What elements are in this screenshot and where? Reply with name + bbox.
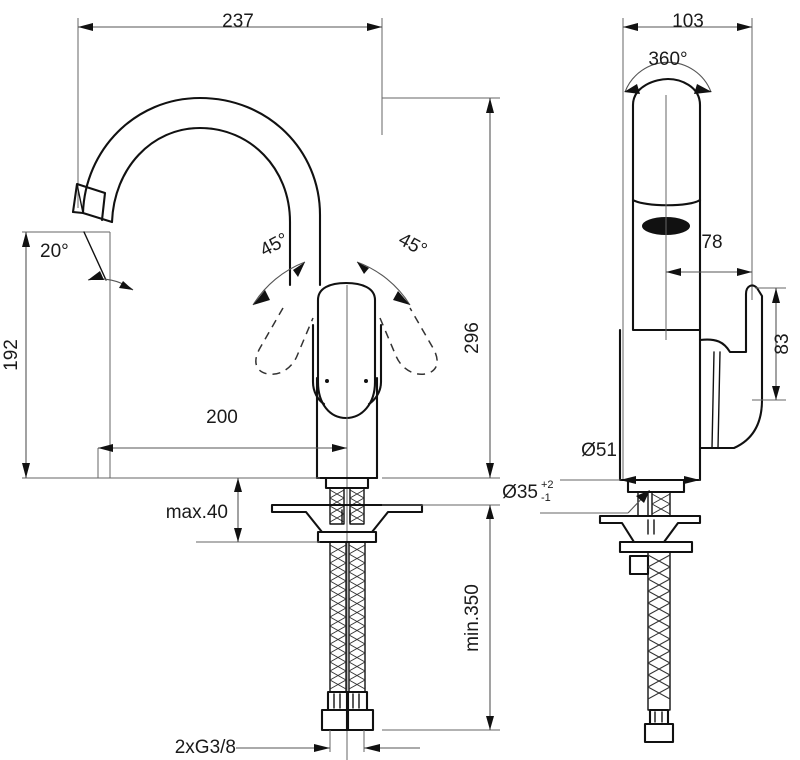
dim-label-45-right: 45° [395, 229, 430, 261]
dim-label-360deg: 360° [648, 49, 687, 70]
hose-ferrule-right [345, 690, 369, 712]
dim-label-192: 192 [1, 339, 22, 371]
aerator-housing [71, 182, 107, 222]
dim-label-83: 83 [772, 333, 793, 354]
arrow-20-left [88, 271, 104, 280]
arrow-45-right-outer [393, 291, 410, 305]
arrow-296-top [486, 98, 494, 113]
nut-right [345, 708, 375, 732]
rotation-arc-360 [624, 61, 712, 93]
arrow-200-right [332, 444, 347, 452]
spout-inner-curve [110, 126, 292, 287]
arrow-103-right [737, 23, 752, 31]
dim-label-200: 200 [206, 407, 238, 428]
side-connection-nut [643, 722, 675, 744]
hose-braid-upper [329, 489, 365, 523]
side-hose-ferrule [648, 708, 670, 726]
dim-label-296: 296 [462, 322, 483, 354]
dim-label-237: 237 [222, 11, 254, 32]
arrow-g38-right [364, 744, 380, 752]
arrow-83-bottom [772, 386, 780, 400]
dim-label-20deg: 20° [40, 241, 69, 262]
handle-phantom-left [255, 307, 314, 376]
dim-label-d51: Ø51 [581, 440, 617, 461]
front-view: 237 192 20° [1, 11, 500, 760]
arrow-237-left [78, 23, 93, 31]
arrow-192-bottom [22, 463, 30, 478]
arrow-360-left [624, 84, 640, 94]
arrow-296-bottom [486, 463, 494, 478]
arrow-max40-top [234, 478, 242, 492]
handle-phantom-right [379, 307, 438, 376]
lever-handle-front [316, 281, 377, 420]
arrow-20-right [119, 281, 133, 290]
dim-label-78: 78 [701, 232, 722, 253]
arrow-103-left [623, 23, 638, 31]
arrow-350-bottom [486, 716, 494, 730]
angle-ref-line-tilted [83, 231, 107, 281]
angle-arc-45-left [252, 261, 306, 306]
arrow-192-top [22, 232, 30, 247]
lever-handle-left-wing [311, 323, 326, 406]
side-lock-nut [628, 554, 650, 576]
hose-ferrule-left [326, 690, 350, 712]
dim-label-45-left: 45° [257, 229, 292, 261]
arrow-83-top [772, 288, 780, 303]
dim-label-d35-tol-minus: -1 [541, 492, 551, 504]
arrow-360-right [694, 84, 712, 94]
arrow-78-right [737, 268, 752, 276]
spout-tube-ring [631, 198, 702, 207]
arrow-45-left-inner [293, 262, 305, 277]
dim-label-min350: min.350 [462, 584, 483, 652]
side-escutcheon-plate [598, 514, 702, 544]
dim-label-103: 103 [672, 11, 704, 32]
hose-braid-main [329, 544, 366, 690]
arrow-max40-bottom [234, 528, 242, 542]
lever-seam-b [717, 351, 721, 449]
dim-label-d35: Ø35 [502, 482, 538, 503]
arrow-45-right-inner [357, 262, 369, 274]
aerator-seam [76, 183, 84, 214]
dim-label-max40: max.40 [166, 502, 228, 523]
dim-label-d35-tol-plus: +2 [541, 479, 554, 491]
nut-left [320, 708, 350, 732]
side-hose-main [647, 551, 671, 711]
arrow-d51-right [684, 476, 700, 484]
arrow-350-top [486, 505, 494, 519]
side-hose-braid-upper [651, 493, 671, 515]
spout-tip-edge-a [71, 210, 85, 215]
shank-collar [324, 476, 370, 490]
pivot-dot-left [325, 379, 329, 383]
arrow-78-left [666, 268, 681, 276]
arrow-d35 [636, 490, 650, 503]
spout-tube-side [631, 77, 702, 332]
dim-label-2xg38: 2xG3/8 [175, 737, 236, 758]
arrow-45-left-outer [253, 290, 270, 305]
arrow-g38-left [314, 744, 330, 752]
side-hose-braid-main [647, 554, 671, 700]
body-side-outline [618, 328, 702, 482]
mounting-washer [316, 530, 378, 544]
arrow-200-left [98, 444, 113, 452]
lever-arm-side [698, 284, 764, 450]
arrow-237-right [367, 23, 382, 31]
lever-seam-a [711, 351, 715, 449]
spout-tip-outer-edge [81, 211, 114, 224]
pivot-dot-right [364, 379, 368, 383]
angle-arc-45-right [356, 261, 411, 306]
side-mounting-washer [618, 540, 694, 554]
side-view: 103 360° 78 [502, 11, 793, 744]
side-shank-collar [626, 478, 686, 494]
spout-outer-curve [81, 96, 322, 287]
